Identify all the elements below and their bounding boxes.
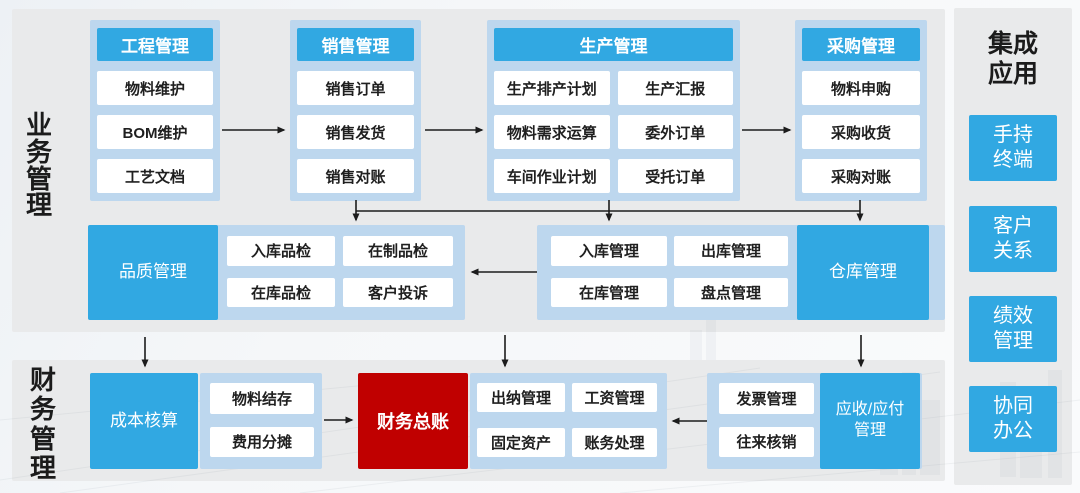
- sidebar-title-text: 集成应用: [988, 30, 1039, 88]
- stock-management-item: 在库管理: [551, 277, 667, 307]
- sidebar-item-collaboration: 协同办公: [969, 386, 1057, 452]
- ap-management-label: 应收/应付管理: [835, 401, 905, 439]
- sidebar-item-handheld: 手持终端: [969, 115, 1057, 181]
- process-document-item: 工艺文档: [97, 159, 213, 193]
- quality-management-box: 品质管理: [88, 225, 218, 320]
- workshop-plan-item: 车间作业计划: [494, 159, 610, 193]
- warehouse-management-box: 仓库管理: [797, 225, 929, 320]
- ap-items-stack: 发票管理 往来核销: [719, 383, 814, 457]
- sales-group: 销售管理 销售订单 销售发货 销售对账: [290, 20, 421, 201]
- sales-header: 销售管理: [297, 28, 414, 61]
- sales-delivery-item: 销售发货: [297, 115, 414, 149]
- cost-items-group: 物料结存 费用分摊: [200, 373, 322, 469]
- quality-items-grid: 入库品检 在制品检 在库品检 客户投诉: [227, 236, 453, 307]
- production-items-grid: 生产排产计划 生产汇报 物料需求运算 委外订单 车间作业计划 受托订单: [494, 71, 733, 193]
- purchasing-header: 采购管理: [802, 28, 920, 61]
- invoice-management-item: 发票管理: [719, 383, 814, 414]
- production-header: 生产管理: [494, 28, 733, 61]
- purchasing-group: 采购管理 物料申购 采购收货 采购对账: [795, 20, 927, 201]
- ledger-items-group: 出纳管理 工资管理 固定资产 账务处理: [470, 373, 667, 469]
- outsourcing-order-item: 委外订单: [617, 115, 733, 149]
- cost-items-stack: 物料结存 费用分摊: [210, 383, 314, 457]
- mrp-item: 物料需求运算: [494, 115, 610, 149]
- purchase-reconciliation-item: 采购对账: [802, 159, 920, 193]
- business-management-label: 业务管理: [25, 110, 52, 221]
- accounting-processing-item: 账务处理: [572, 428, 657, 457]
- material-requisition-item: 物料申购: [802, 71, 920, 105]
- ap-management-box: 应收/应付管理: [820, 373, 920, 469]
- ledger-items-grid: 出纳管理 工资管理 固定资产 账务处理: [477, 383, 657, 457]
- ap-items-group: 发票管理 往来核销 应收/应付管理: [707, 373, 922, 469]
- finance-management-label: 财务管理: [29, 365, 56, 484]
- cost-accounting-box: 成本核算: [90, 373, 198, 469]
- stocktaking-item: 盘点管理: [674, 277, 788, 307]
- sidebar-item-crm: 客户关系: [969, 206, 1057, 272]
- incoming-inspection-item: 入库品检: [227, 236, 335, 266]
- transaction-writeoff-item: 往来核销: [719, 426, 814, 457]
- fixed-assets-item: 固定资产: [477, 428, 565, 457]
- payroll-management-item: 工资管理: [572, 383, 657, 412]
- purchase-receipt-item: 采购收货: [802, 115, 920, 149]
- quality-group: 品质管理 入库品检 在制品检 在库品检 客户投诉: [88, 225, 465, 320]
- sidebar-title: 集成应用: [954, 30, 1072, 89]
- customer-complaint-item: 客户投诉: [343, 277, 453, 307]
- sidebar-item-label: 协同办公: [993, 395, 1033, 442]
- sidebar-item-label: 绩效管理: [993, 305, 1033, 352]
- material-balance-item: 物料结存: [210, 383, 314, 414]
- outbound-management-item: 出库管理: [674, 236, 788, 266]
- sales-order-item: 销售订单: [297, 71, 414, 105]
- warehouse-items-grid: 入库管理 出库管理 在库管理 盘点管理: [551, 236, 788, 307]
- sidebar-item-label: 手持终端: [993, 124, 1033, 171]
- engineering-group: 工程管理 物料维护 BOM维护 工艺文档: [90, 20, 220, 201]
- stock-inspection-item: 在库品检: [227, 277, 335, 307]
- bom-maintenance-item: BOM维护: [97, 115, 213, 149]
- production-report-item: 生产汇报: [617, 71, 733, 105]
- engineering-header: 工程管理: [97, 28, 213, 61]
- material-maintenance-item: 物料维护: [97, 71, 213, 105]
- sidebar-item-performance: 绩效管理: [969, 296, 1057, 362]
- warehouse-group: 入库管理 出库管理 在库管理 盘点管理 仓库管理: [537, 225, 945, 320]
- sales-reconciliation-item: 销售对账: [297, 159, 414, 193]
- production-group: 生产管理 生产排产计划 生产汇报 物料需求运算 委外订单 车间作业计划 受托订单: [487, 20, 740, 201]
- inbound-management-item: 入库管理: [551, 236, 667, 266]
- expense-allocation-item: 费用分摊: [210, 426, 314, 457]
- cashier-management-item: 出纳管理: [477, 383, 565, 412]
- entrusted-order-item: 受托订单: [617, 159, 733, 193]
- sidebar-item-label: 客户关系: [993, 215, 1033, 262]
- general-ledger-box: 财务总账: [358, 373, 468, 469]
- inprocess-inspection-item: 在制品检: [343, 236, 453, 266]
- production-schedule-item: 生产排产计划: [494, 71, 610, 105]
